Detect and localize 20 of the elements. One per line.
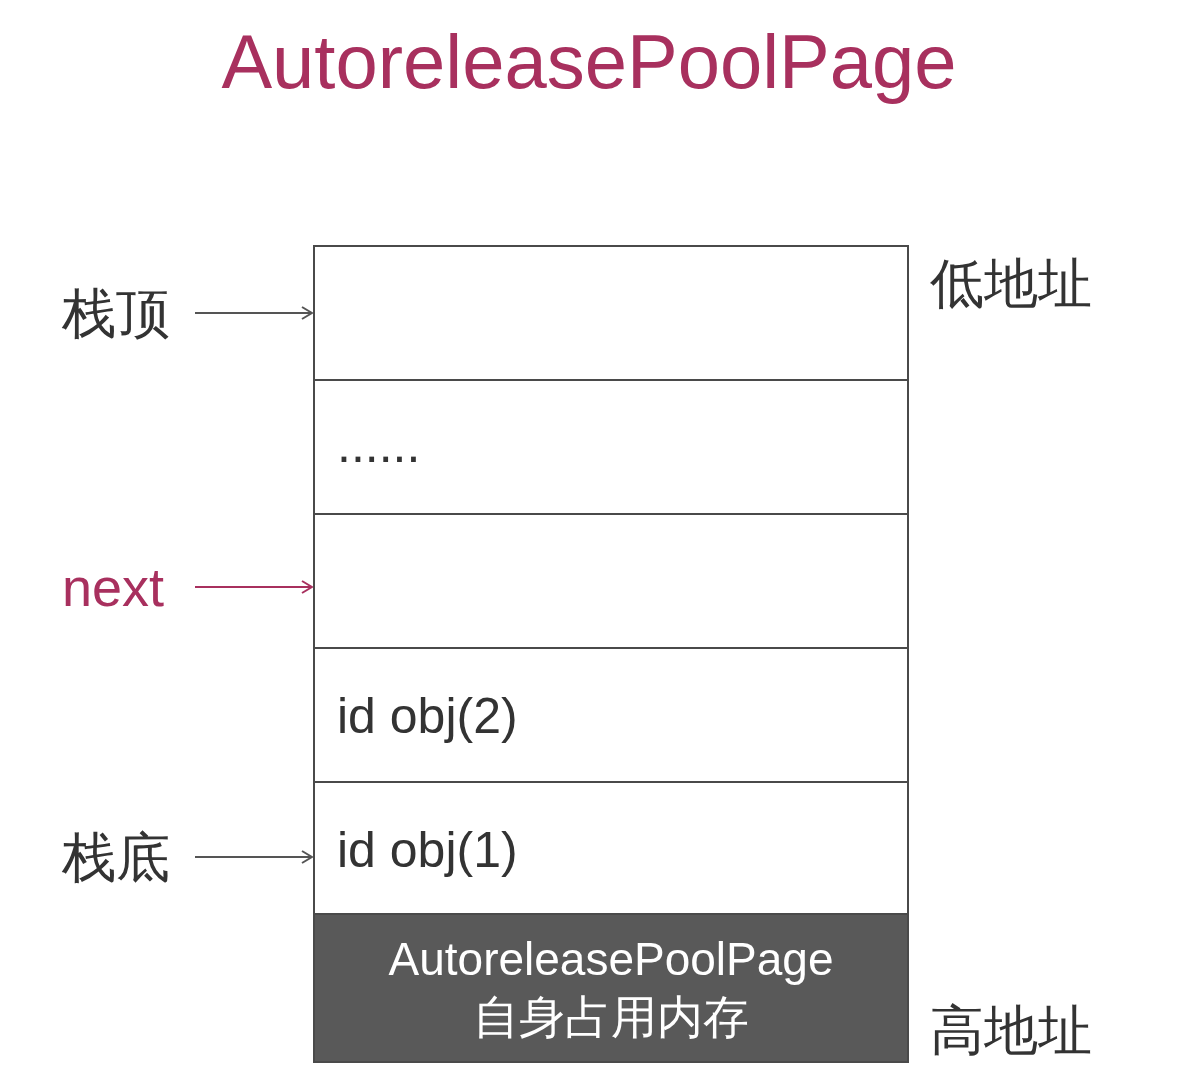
memory-cell [313,781,909,915]
address-label: 高地址 [930,999,1092,1062]
stack-pointer-label: next [62,554,165,620]
memory-cell [313,245,909,381]
memory-cell [313,379,909,515]
cell-text: id obj(1) [337,821,518,879]
arrow [194,580,313,594]
cell-text: ...... [337,416,421,474]
arrow [194,306,313,320]
stack-pointer-label: 栈底 [62,824,170,890]
stack-pointer-label: 栈顶 [62,280,170,346]
memory-cell [313,913,909,1063]
arrow [194,850,313,864]
cell-text: 自身占用内存 [473,990,749,1045]
title: AutoreleasePoolPage [221,19,957,104]
cell-text: id obj(2) [337,687,518,745]
address-label: 低地址 [930,252,1092,315]
cell-text: AutoreleasePoolPage [388,932,834,987]
memory-cell [313,647,909,783]
memory-cell [313,513,909,649]
